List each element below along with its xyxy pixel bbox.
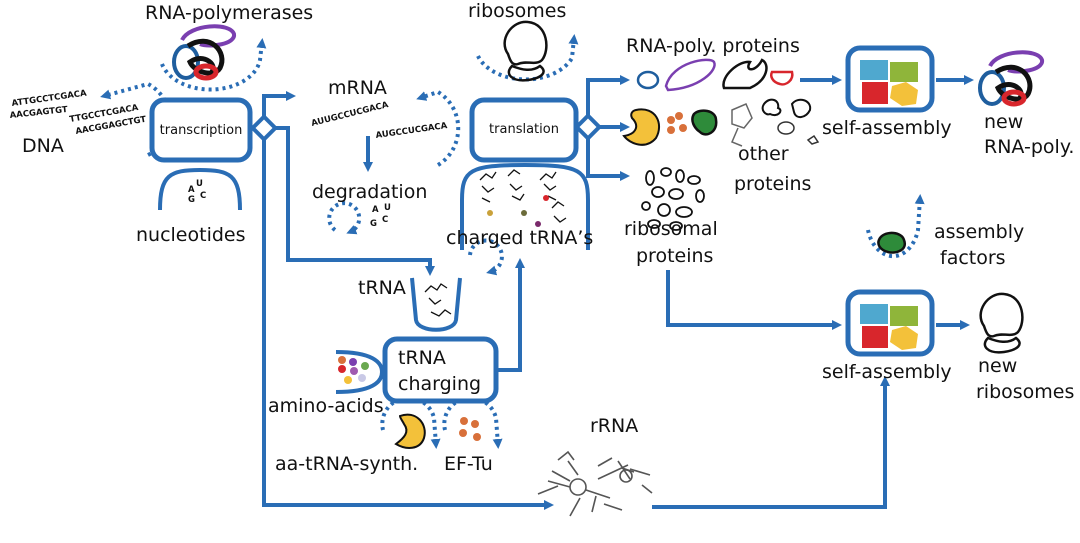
self-assembly-bottom-label: self-assembly <box>822 361 952 383</box>
amino-acid-dot <box>543 195 549 201</box>
puzzle-icon <box>860 304 918 350</box>
transcription-branch-diamond <box>249 113 279 143</box>
svg-text:U: U <box>384 203 391 213</box>
assembly-factor-icon <box>877 231 907 254</box>
new-rna-poly-label-line2: RNA-poly. <box>984 136 1074 158</box>
charged-trna-pool <box>460 162 590 250</box>
assembly-factors-label-line1: assembly <box>934 221 1024 243</box>
rna-polymerase-icon <box>172 24 236 81</box>
svg-text:C: C <box>200 191 206 201</box>
arrow-to-rnapoly-proteins <box>586 75 630 118</box>
ef-tu-icon <box>459 417 481 441</box>
charged-trnas-label: charged tRNA’s <box>446 227 593 249</box>
puzzle-icon <box>860 60 918 106</box>
translation-label: translation <box>489 122 559 137</box>
dna-label: DNA <box>22 135 64 157</box>
svg-text:G: G <box>188 195 195 205</box>
arrow-ribo-proteins-to-assembly <box>666 270 842 330</box>
arrow-to-charged-trna <box>496 258 525 372</box>
other-proteins-label-line2: proteins <box>734 173 811 195</box>
translation-branch-diamond <box>573 112 603 142</box>
rrna-label: rRNA <box>590 415 638 437</box>
assembly-factors-label-line2: factors <box>940 247 1006 269</box>
arrow-to-trna <box>274 126 435 276</box>
charged-trna-cycle-arrow <box>468 238 504 276</box>
rna-poly-proteins-label: RNA-poly. proteins <box>626 35 800 57</box>
new-ribosomes-label-line1: new <box>978 355 1017 377</box>
new-ribosome-icon <box>979 292 1024 354</box>
rnapol-recycle-arrow <box>160 38 267 92</box>
mrna-label: mRNA <box>328 77 387 99</box>
flow-lines <box>262 75 974 510</box>
translation-box <box>469 97 579 163</box>
ribosomal-proteins-label-line2: proteins <box>636 245 713 267</box>
new-rna-polymerase-icon <box>978 50 1044 107</box>
amino-acid-pool <box>335 350 385 394</box>
aa-trna-synthetase-icon <box>394 413 426 449</box>
ribosomes-label: ribosomes <box>468 0 566 22</box>
nucleotide-letters: A U G C A U G C <box>188 179 391 229</box>
transcription-box <box>149 97 253 163</box>
amino-acids-label: amino-acids <box>268 395 384 417</box>
trna-pool <box>410 277 462 332</box>
rna-poly-proteins-icons <box>636 58 794 92</box>
transcription-label: transcription <box>160 123 243 138</box>
trna-charging-label-line1: tRNA <box>398 347 446 369</box>
self-assembly-top-label: self-assembly <box>822 117 952 139</box>
degradation-label: degradation <box>312 181 427 203</box>
amino-acid-dot <box>535 221 541 227</box>
arrow-to-ribosomal-proteins <box>586 136 630 181</box>
aa-trna-synth-label: aa-tRNA-synth. <box>275 453 418 475</box>
svg-text:C: C <box>382 215 388 225</box>
other-proteins-label-line1: other <box>738 143 789 165</box>
ribosome-recycle-arrow <box>476 34 579 82</box>
amino-acids-icon <box>338 356 369 384</box>
trna-charging-box <box>382 336 499 404</box>
ribosomal-proteins-icons <box>641 167 705 231</box>
ef-tu-label: EF-Tu <box>444 453 493 475</box>
svg-text:G: G <box>370 219 377 229</box>
mrna-sequence-2: AUGCCUCGACA <box>375 121 448 141</box>
trna-charging-label-line2: charging <box>398 373 481 395</box>
other-proteins-icons <box>622 98 820 147</box>
amino-acid-dot <box>521 210 527 216</box>
arrow-to-rrna <box>262 138 554 510</box>
nucleotide-pool <box>158 167 242 211</box>
amino-acid-dot <box>487 210 493 216</box>
trna-molecules-icon <box>424 169 567 317</box>
arrow-rrna-to-assembly <box>652 376 890 509</box>
new-rna-poly-label-line1: new <box>984 111 1023 133</box>
svg-text:A: A <box>372 205 379 215</box>
degradation-cycle-arrow <box>327 201 362 235</box>
svg-text:U: U <box>196 179 203 189</box>
new-ribosomes-label-line2: ribosomes <box>976 381 1074 403</box>
ribosomal-proteins-label-line1: ribosomal <box>624 218 718 240</box>
nucleotides-label: nucleotides <box>136 224 246 246</box>
ribosome-icon <box>503 20 548 82</box>
svg-text:A: A <box>188 185 195 195</box>
rna-polymerases-label: RNA-polymerases <box>145 2 313 24</box>
mrna-sequence-1: AUUGCCUCGACA <box>310 100 390 129</box>
eftu-recycle-arrow <box>442 395 503 449</box>
rrna-structure-icon <box>537 450 653 517</box>
trna-label: tRNA <box>358 277 406 299</box>
